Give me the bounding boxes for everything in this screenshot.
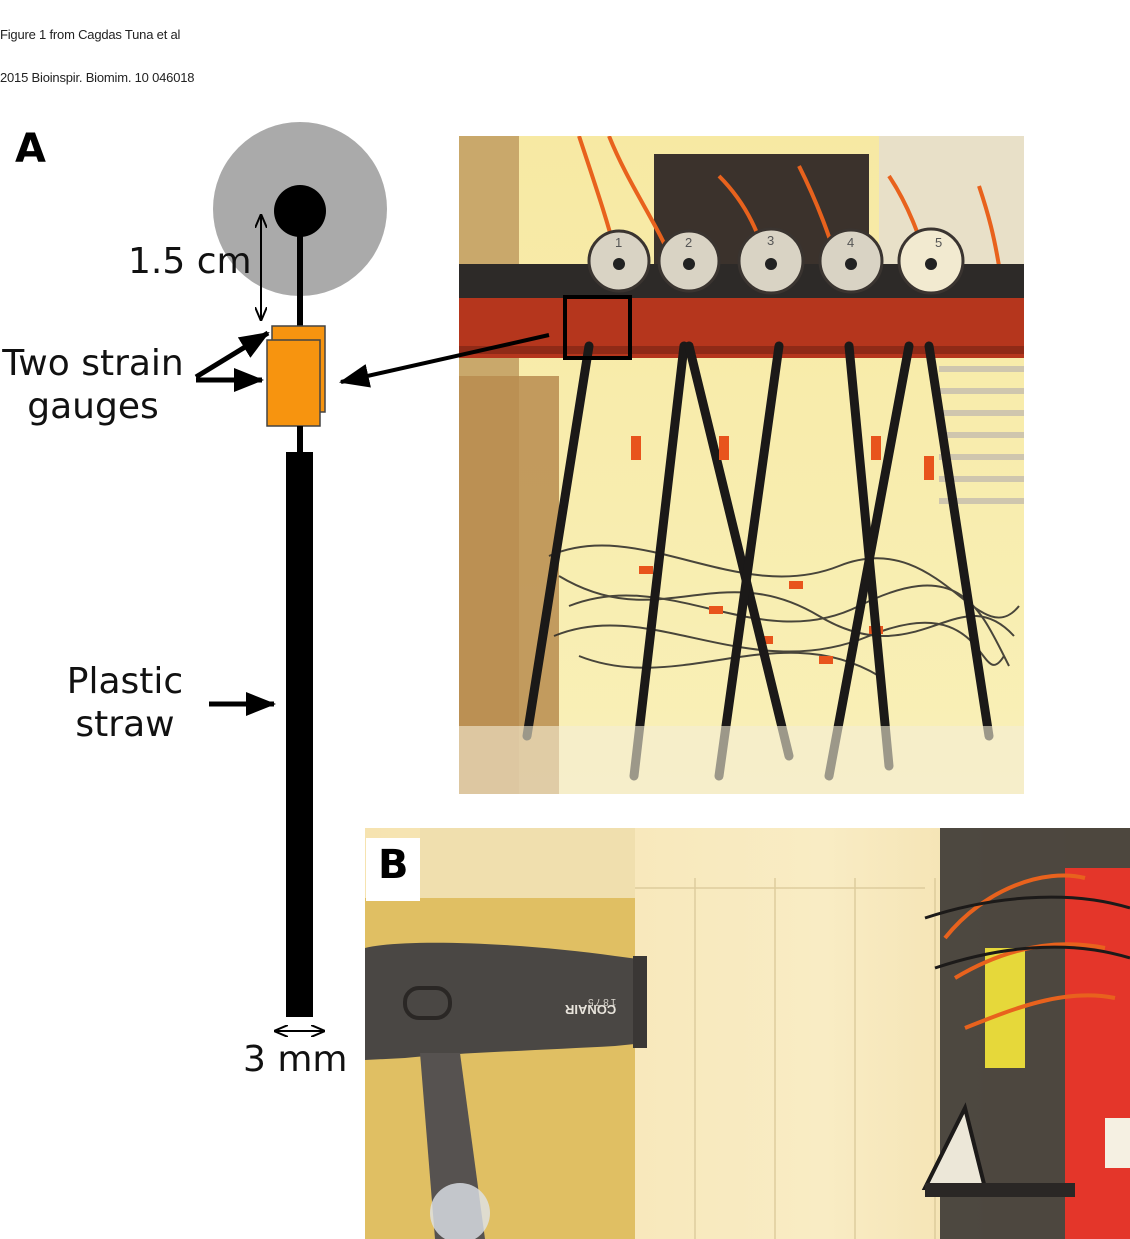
gauge-pointer-arrow-1 xyxy=(194,330,270,380)
gauge-wire xyxy=(297,426,303,453)
gauges-label-line-2: gauges xyxy=(27,386,159,428)
dryer-model-text: 1875 xyxy=(586,996,617,1007)
caption-line-2: 2015 Bioinspir. Biomim. 10 046018 xyxy=(0,70,195,85)
panel-label-b: B xyxy=(366,838,420,901)
gauges-label: Two strain gauges xyxy=(0,342,186,428)
width-label: 3 mm xyxy=(243,1039,348,1080)
tip-ball xyxy=(274,185,326,237)
strain-gauge-back xyxy=(271,325,326,413)
sensor-array-photo xyxy=(459,136,1024,794)
straw-label: Plastic straw xyxy=(55,660,195,746)
sensor-number-3: 3 xyxy=(767,233,775,248)
sensor-number-2: 2 xyxy=(685,235,693,250)
sensor-number-1: 1 xyxy=(615,235,623,250)
sensor-number-4: 4 xyxy=(847,235,855,250)
dryer-brand-text: CONAIR xyxy=(564,1002,616,1017)
straw-label-line-2: straw xyxy=(75,704,175,746)
experiment-setup-photo: CONAIR xyxy=(365,828,1130,1239)
tip-wire xyxy=(297,225,303,330)
length-label: 1.5 cm xyxy=(128,241,252,282)
straw-label-line-1: Plastic xyxy=(66,661,184,702)
panel-label-a: A xyxy=(15,126,46,172)
strain-gauge-front xyxy=(266,339,321,427)
caption-line-1: Figure 1 from Cagdas Tuna et al xyxy=(0,27,181,42)
gauges-label-line-1: Two strain xyxy=(2,343,184,384)
sensor-number-5: 5 xyxy=(935,235,943,250)
plastic-straw xyxy=(286,452,313,1017)
